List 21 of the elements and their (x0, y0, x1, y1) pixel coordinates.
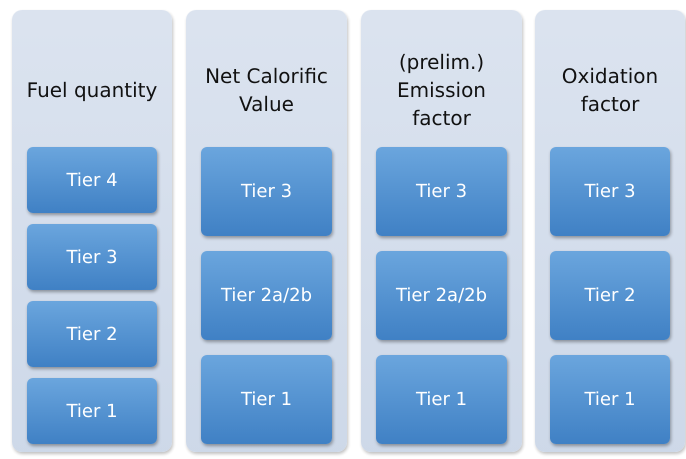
tier-box: Tier 3 (550, 147, 670, 236)
column-heading: Net Calorific Value (204, 63, 329, 118)
tier-box: Tier 1 (376, 355, 507, 444)
tier-box: Tier 3 (201, 147, 332, 236)
tier-box: Tier 4 (27, 147, 157, 213)
column-panel (535, 10, 685, 452)
tier-box: Tier 3 (27, 224, 157, 290)
column-panel (186, 10, 347, 452)
tier-box: Tier 3 (376, 147, 507, 236)
tier-box: Tier 1 (201, 355, 332, 444)
tier-box: Tier 1 (27, 378, 157, 444)
tier-box: Tier 1 (550, 355, 670, 444)
column-heading: Oxidation factor (560, 63, 660, 118)
column-panel (361, 10, 522, 452)
column-heading: Fuel quantity (26, 77, 158, 104)
column-heading: (prelim.) Emission factor (396, 49, 487, 132)
column-panel (12, 10, 172, 452)
tier-box: Tier 2 (550, 251, 670, 340)
tier-box: Tier 2 (27, 301, 157, 367)
tier-box: Tier 2a/2b (201, 251, 332, 340)
tier-box: Tier 2a/2b (376, 251, 507, 340)
